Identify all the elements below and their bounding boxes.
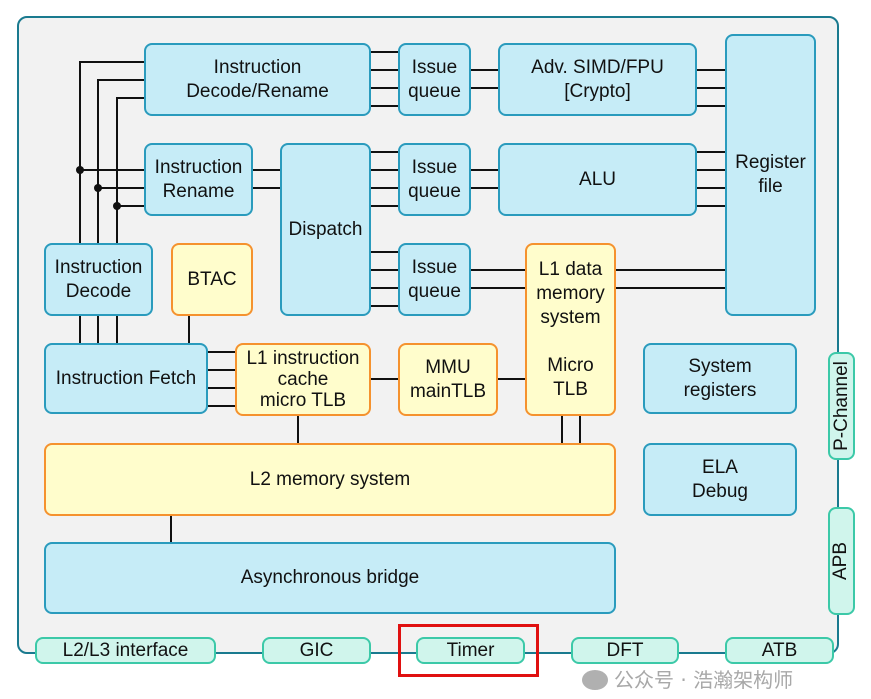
p-channel-interface: P-Channel xyxy=(828,352,855,460)
timer-highlight-box xyxy=(398,624,539,677)
instruction-fetch-block: Instruction Fetch xyxy=(44,343,208,414)
gic-interface: GIC xyxy=(262,637,371,664)
simd-fpu-block: Adv. SIMD/FPU [Crypto] xyxy=(498,43,697,116)
instruction-decode-block: Instruction Decode xyxy=(44,243,153,316)
apb-interface: APB xyxy=(828,507,855,615)
l1-instruction-cache-block: L1 instruction cache micro TLB xyxy=(235,343,371,416)
apb-label: APB xyxy=(830,541,852,581)
ela-debug-block: ELA Debug xyxy=(643,443,797,516)
l2-memory-system-block: L2 memory system xyxy=(44,443,616,516)
issue-queue-3-block: Issue queue xyxy=(398,243,471,316)
register-file-block: Register file xyxy=(725,34,816,316)
issue-queue-1-block: Issue queue xyxy=(398,43,471,116)
asynchronous-bridge-block: Asynchronous bridge xyxy=(44,542,616,614)
dispatch-block: Dispatch xyxy=(280,143,371,316)
btac-block: BTAC xyxy=(171,243,253,316)
watermark: 公众号 · 浩瀚架构师 xyxy=(582,668,793,692)
dft-interface: DFT xyxy=(571,637,679,664)
l1-data-memory-block: L1 data memory system Micro TLB xyxy=(525,243,616,416)
instruction-decode-rename-block: Instruction Decode/Rename xyxy=(144,43,371,116)
timer-interface: Timer xyxy=(416,637,525,664)
watermark-text: 公众号 · 浩瀚架构师 xyxy=(614,668,794,692)
wechat-icon xyxy=(582,670,608,690)
mmu-block: MMU mainTLB xyxy=(398,343,498,416)
alu-block: ALU xyxy=(498,143,697,216)
p-channel-label: P-Channel xyxy=(830,361,852,451)
atb-interface: ATB xyxy=(725,637,834,664)
instruction-rename-block: Instruction Rename xyxy=(144,143,253,216)
issue-queue-2-block: Issue queue xyxy=(398,143,471,216)
system-registers-block: System registers xyxy=(643,343,797,414)
l2-l3-interface: L2/L3 interface xyxy=(35,637,216,664)
